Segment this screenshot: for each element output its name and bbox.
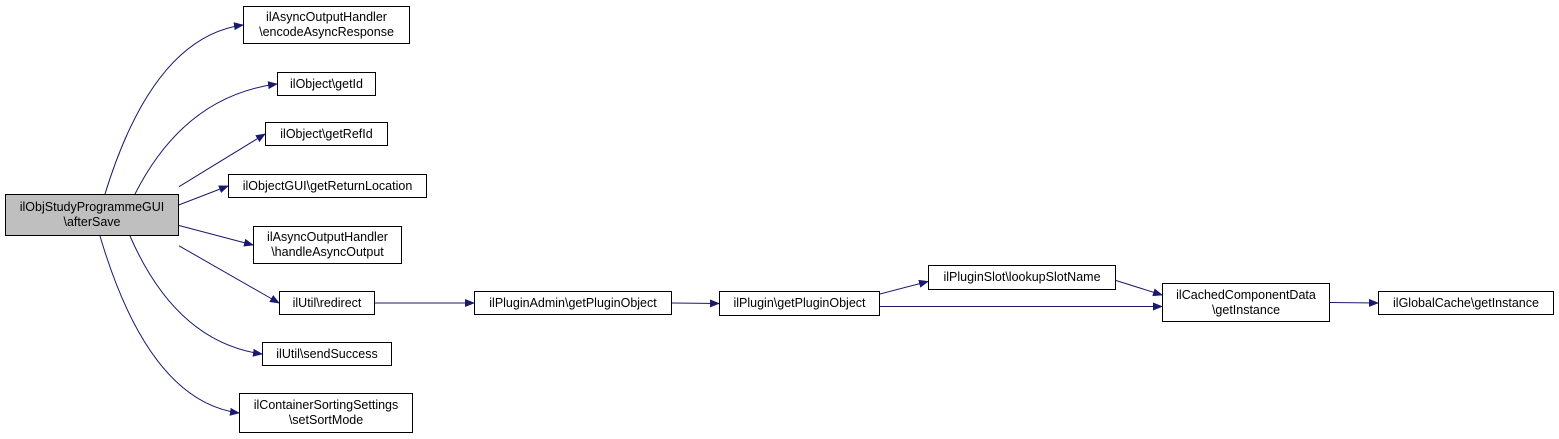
node-ilobject-getid[interactable]: ilObject\getId — [277, 72, 376, 96]
node-label-line1: ilUtil\redirect — [292, 295, 362, 310]
node-label-line1: ilUtil\sendSuccess — [276, 346, 378, 361]
edge-plugin-to-pluginslot — [879, 279, 929, 295]
edge-root-to-handleasync — [178, 225, 254, 247]
node-label-line2: \handleAsyncOutput — [271, 245, 384, 259]
node-ilasyncoutputhandler-handleasyncoutput[interactable]: ilAsyncOutputHandler \handleAsyncOutput — [253, 226, 402, 264]
node-label-line1: ilPluginSlot\lookupSlotName — [943, 270, 1101, 284]
node-ilcontainersortingsettings-setsortmode[interactable]: ilContainerSortingSettings \setSortMode — [239, 393, 413, 433]
node-ilobject-getrefid[interactable]: ilObject\getRefId — [265, 122, 388, 146]
node-ilpluginadmin-getpluginobject[interactable]: ilPluginAdmin\getPluginObject — [474, 291, 672, 315]
node-label-line1: ilPluginAdmin\getPluginObject — [489, 295, 657, 310]
edge-root-to-sendsuccess — [129, 235, 263, 357]
node-label-line1: ilContainerSortingSettings — [253, 398, 399, 412]
node-label-line1: ilPlugin\getPluginObject — [733, 296, 866, 310]
edge-root-to-returnloc — [178, 185, 229, 206]
node-ilobjstudyprogrammegui-aftersave[interactable]: ilObjStudyProgrammeGUI \afterSave — [5, 194, 179, 236]
edge-root-to-getrefid — [178, 133, 266, 188]
node-label-line2: \getInstance — [1211, 302, 1281, 317]
node-label-line2: \setSortMode — [288, 413, 364, 427]
node-ilpluginslot-lookupslotname[interactable]: ilPluginSlot\lookupSlotName — [928, 265, 1116, 290]
node-label-line1: ilGlobalCache\getInstance — [1393, 295, 1539, 310]
edge-root-to-encode — [104, 22, 244, 195]
node-label-line1: ilCachedComponentData — [1176, 287, 1316, 302]
node-label-line1: ilAsyncOutputHandler — [267, 230, 388, 244]
node-ilutil-redirect[interactable]: ilUtil\redirect — [279, 291, 375, 315]
edge-pluginadmin-to-plugin — [671, 299, 720, 308]
node-label-line1: ilObjStudyProgrammeGUI — [19, 200, 165, 214]
edge-cached-to-globalcache — [1329, 298, 1379, 307]
node-ilglobalcache-getinstance[interactable]: ilGlobalCache\getInstance — [1378, 291, 1554, 315]
node-label-line1: ilAsyncOutputHandler — [266, 10, 387, 24]
node-ilobjectgui-getreturnlocation[interactable]: ilObjectGUI\getReturnLocation — [228, 174, 427, 198]
node-ilcachedcomponentdata-getinstance[interactable]: ilCachedComponentData \getInstance — [1162, 283, 1330, 322]
node-label-line2: \encodeAsyncResponse — [259, 25, 394, 39]
node-label-line1: ilObject\getId — [290, 76, 363, 91]
edge-pluginslot-to-cached — [1115, 280, 1163, 297]
node-ilutil-sendsuccess[interactable]: ilUtil\sendSuccess — [262, 342, 392, 366]
node-label-line1: ilObjectGUI\getReturnLocation — [242, 178, 413, 193]
edge-root-to-redirect — [178, 245, 280, 304]
node-label-line2: \afterSave — [63, 215, 121, 229]
edge-root-to-getid — [134, 81, 278, 195]
node-ilplugin-getpluginobject[interactable]: ilPlugin\getPluginObject — [719, 291, 880, 316]
node-label-line1: ilObject\getRefId — [280, 126, 373, 141]
edge-root-to-sortmode — [99, 235, 240, 416]
node-ilasyncoutputhandler-encodeasyncresponse[interactable]: ilAsyncOutputHandler \encodeAsyncRespons… — [243, 6, 410, 44]
